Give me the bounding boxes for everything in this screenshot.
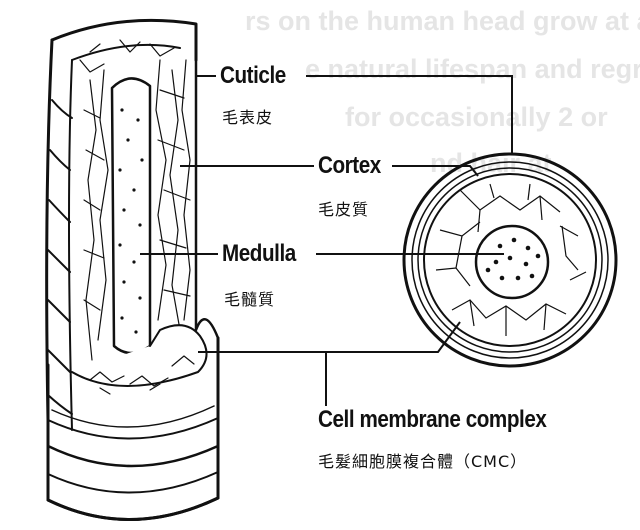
cortex-cells-cross (435, 183, 587, 336)
medulla-label: Medulla (222, 240, 296, 267)
medulla-core (474, 224, 550, 300)
cuticle-label: Cuticle (220, 62, 286, 89)
shaft-bottom-cells (89, 355, 195, 395)
hair-cross-section (402, 152, 618, 368)
cortex-label: Cortex (318, 152, 381, 179)
medulla-dots-longitudinal (118, 108, 144, 334)
cross-section-outer (402, 152, 618, 368)
hair-shaft (45, 18, 220, 521)
cortex-label-zh: 毛皮質 (318, 200, 370, 219)
cuticle-ring-2 (417, 167, 603, 353)
ghost-line-2: e natural lifespan and regrowth (305, 54, 640, 84)
shaft-top-outer (50, 18, 198, 62)
ghost-text: rs on the human head grow at about 0. e … (245, 6, 640, 178)
medulla-dots-cross (485, 237, 541, 281)
medulla-column (110, 77, 152, 355)
cortex-cells-longitudinal (79, 39, 191, 361)
shaft-outer-cuticle (45, 38, 73, 431)
cuticle-leader (196, 75, 513, 154)
ghost-line-3: for occasionally 2 or (345, 102, 608, 132)
shaft-bottom-section (71, 324, 208, 387)
cmc-label-zh: 毛髮細胞膜複合體（CMC） (318, 452, 528, 471)
cortex-leader (180, 165, 479, 177)
medulla-label-zh: 毛髓質 (224, 290, 276, 309)
shaft-top-inner (71, 43, 181, 61)
cmc-leader (198, 321, 461, 406)
cmc-label: Cell membrane complex (318, 406, 547, 433)
cortex-boundary (423, 173, 597, 347)
cuticle-label-zh: 毛表皮 (222, 108, 274, 127)
cuticle-ring-1 (411, 161, 609, 359)
shaft-lower-cylinder (46, 336, 220, 521)
leader-lines (140, 75, 513, 406)
ghost-line-1: rs on the human head grow at about 0. (245, 6, 640, 36)
shaft-cut-edge (194, 22, 220, 340)
